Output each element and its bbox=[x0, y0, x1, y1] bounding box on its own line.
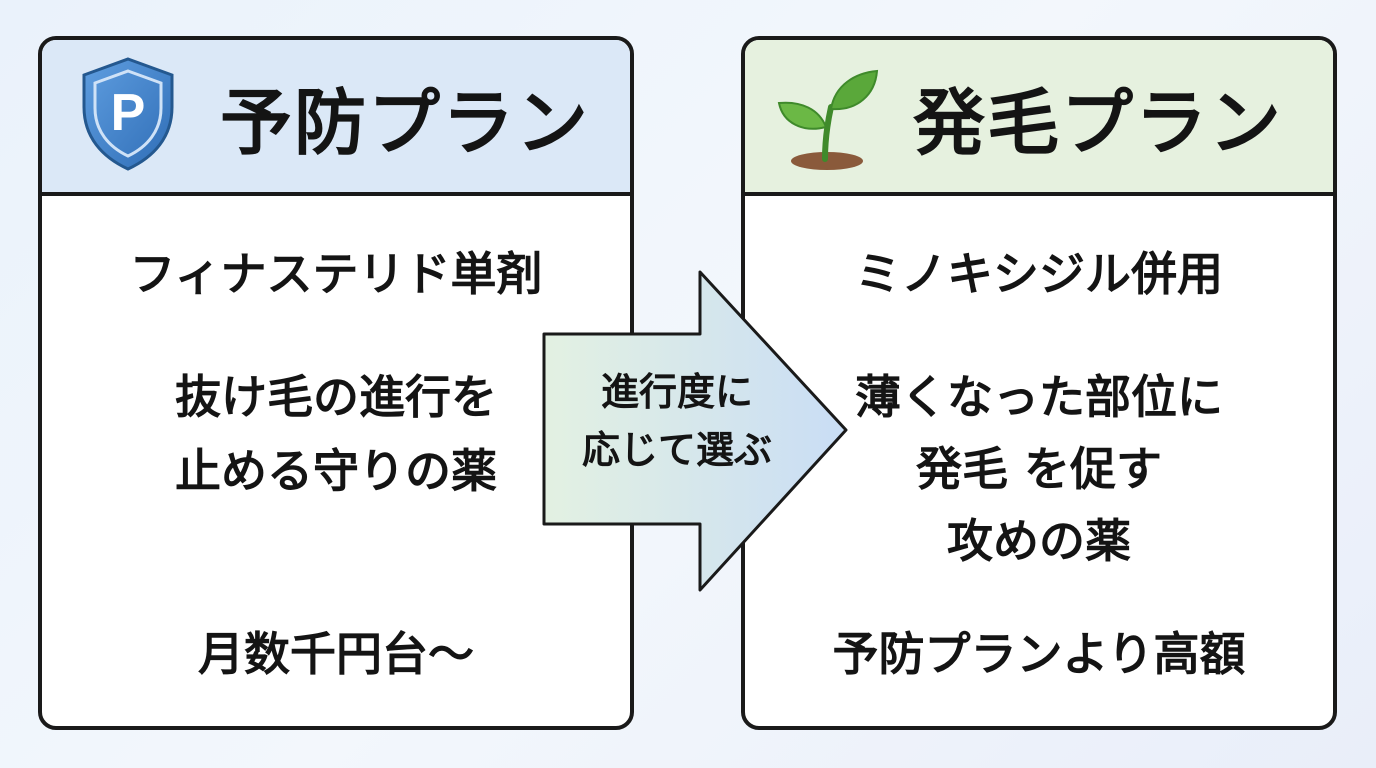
shield-letter: P bbox=[111, 84, 146, 142]
shield-icon: P bbox=[76, 55, 180, 177]
prevention-drug-name: フィナステリド単剤 bbox=[129, 247, 543, 301]
hair-growth-description-line1: 薄くなった部位に bbox=[855, 370, 1223, 424]
prevention-plan-header: P 予防プラン bbox=[42, 40, 630, 196]
arrow-shape bbox=[542, 270, 848, 592]
prevention-plan-card: P 予防プラン フィナステリド単剤 抜け毛の進行を 止める守りの薬 月数千円台〜 bbox=[38, 36, 634, 730]
prevention-description-line1: 抜け毛の進行を bbox=[175, 370, 497, 424]
hair-growth-plan-title: 発毛プラン bbox=[913, 80, 1284, 165]
prevention-price: 月数千円台〜 bbox=[198, 627, 474, 681]
hair-growth-price: 予防プランより高額 bbox=[832, 627, 1246, 681]
prevention-description-line2: 止める守りの薬 bbox=[175, 444, 497, 498]
hair-growth-description-line2: 発毛 を促す bbox=[915, 442, 1162, 496]
hair-growth-plan-card: 発毛プラン ミノキシジル併用 薄くなった部位に 発毛 を促す 攻めの薬 予防プラ… bbox=[741, 36, 1337, 730]
sprout-icon bbox=[775, 55, 879, 177]
arrow-label-line2: 応じて選ぶ bbox=[581, 428, 772, 472]
choose-by-progression-arrow: 進行度に 応じて選ぶ bbox=[540, 268, 852, 596]
arrow-label-line1: 進行度に bbox=[600, 370, 753, 414]
hair-growth-plan-header: 発毛プラン bbox=[745, 40, 1333, 196]
hair-growth-description-line3: 攻めの薬 bbox=[947, 514, 1131, 568]
prevention-plan-title: 予防プラン bbox=[220, 80, 591, 165]
arrow-label: 進行度に 応じて選ぶ bbox=[544, 363, 810, 479]
hair-growth-drug-name: ミノキシジル併用 bbox=[855, 247, 1223, 301]
